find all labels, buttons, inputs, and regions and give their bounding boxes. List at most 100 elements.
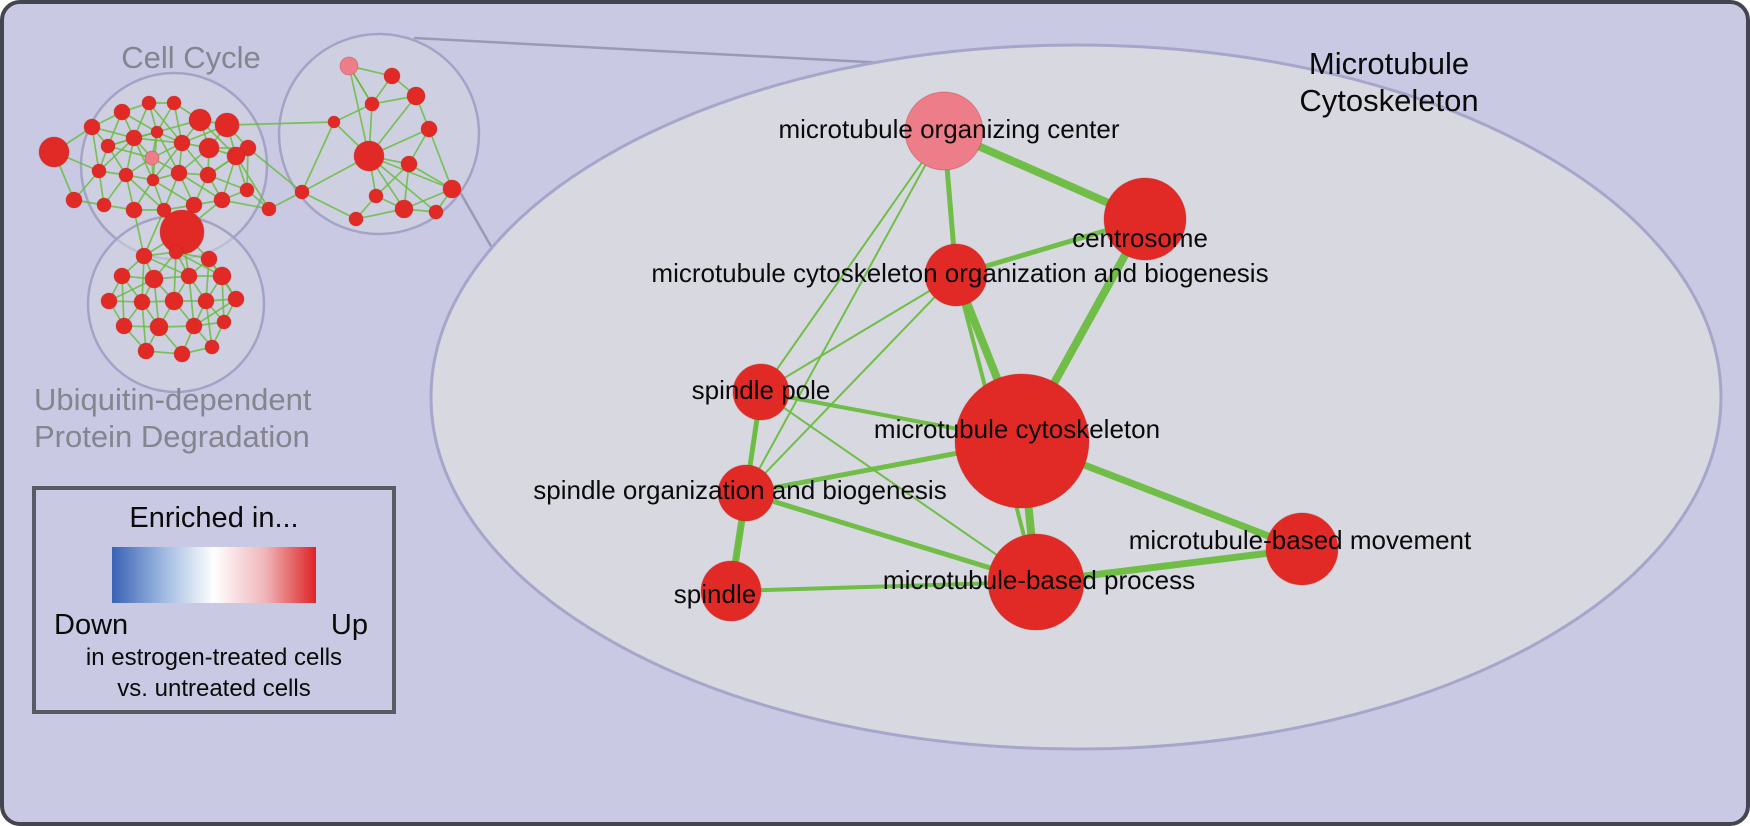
- detail-node-label-mcob: microtubule cytoskeleton organization an…: [651, 258, 1268, 288]
- overview-edge: [226, 121, 335, 126]
- overview-node: [442, 179, 462, 199]
- detail-edge-sob-mbp: [743, 490, 1039, 585]
- overview-node: [185, 317, 203, 335]
- overview-edge: [333, 103, 373, 123]
- overview-node: [159, 209, 205, 255]
- overview-node: [125, 201, 143, 219]
- overview-node: [173, 134, 191, 152]
- overview-node: [170, 164, 188, 182]
- detail-node-label-spn: spindle: [674, 579, 756, 609]
- overview-node: [212, 266, 232, 286]
- detail-title-line-2: Cytoskeleton: [1299, 83, 1478, 118]
- overview-node: [146, 173, 160, 187]
- detail-node-label-cen: centrosome: [1072, 223, 1208, 253]
- overview-node: [113, 103, 131, 121]
- overview-node: [180, 267, 198, 285]
- cluster-label-cell-cycle: Cell Cycle: [121, 40, 261, 75]
- overview-node: [428, 204, 444, 220]
- overview-edge: [193, 298, 237, 327]
- overview-node: [38, 136, 70, 168]
- overview-edge: [247, 147, 303, 193]
- overview-node: [383, 67, 401, 85]
- detail-edge-spn-mbp: [729, 580, 1038, 593]
- detail-title-line-1: Microtubule: [1309, 46, 1469, 81]
- detail-node-label-mc: microtubule cytoskeleton: [874, 414, 1160, 444]
- overview-node: [137, 342, 155, 360]
- overview-node: [156, 202, 172, 218]
- overview-node: [420, 120, 438, 138]
- overview-edge: [143, 209, 165, 257]
- overview-node: [200, 250, 218, 268]
- overview-node: [100, 138, 116, 154]
- overview-node: [150, 125, 164, 139]
- detail-edge-mcob-sp: [760, 274, 957, 393]
- detail-node-label-mbp: microtubule-based process: [883, 565, 1195, 595]
- legend-title: Enriched in...: [129, 502, 299, 534]
- overview-node: [125, 129, 143, 147]
- overview-node: [400, 155, 418, 173]
- detail-edge-mcob-sob: [745, 274, 957, 494]
- overview-node: [164, 291, 184, 311]
- overview-node: [185, 196, 203, 214]
- overview-edge: [235, 155, 270, 210]
- overview-edge: [348, 65, 370, 157]
- overview-node: [144, 150, 160, 166]
- overview-node: [348, 211, 364, 227]
- overview-edge: [178, 172, 223, 201]
- detail-node-mc: [954, 373, 1090, 509]
- overview-node: [227, 290, 245, 308]
- overview-node: [65, 191, 83, 209]
- detail-node-label-sp: spindle pole: [692, 375, 831, 405]
- cluster-label-ubiquitin-line-1: Ubiquitin-dependent: [34, 382, 312, 417]
- overview-node: [364, 96, 380, 112]
- overview-node: [135, 247, 153, 265]
- overview-node: [83, 118, 101, 136]
- overview-node: [406, 86, 426, 106]
- overview-node: [188, 108, 212, 132]
- overview-edge: [152, 179, 195, 206]
- overview-node: [214, 112, 240, 138]
- overview-edge: [301, 121, 335, 193]
- overview-node: [166, 95, 182, 111]
- overview-edge: [107, 145, 153, 159]
- legend-gradient-bar: [112, 547, 316, 603]
- detail-edge-moc-sob: [745, 130, 945, 494]
- overview-node: [149, 317, 169, 337]
- legend-ends-row: Down Up: [36, 603, 392, 642]
- overview-node: [168, 244, 184, 260]
- overview-node: [144, 269, 164, 289]
- overview-node: [198, 137, 220, 159]
- overview-node: [327, 115, 341, 129]
- detail-node-cen: [1103, 177, 1187, 261]
- overview-edge: [301, 191, 357, 220]
- detail-node-spn: [700, 560, 762, 622]
- overview-node: [294, 184, 310, 200]
- overview-node: [339, 56, 359, 76]
- cluster-circle-microtubule-cytoskeleton: [277, 32, 481, 236]
- detail-node-sp: [732, 363, 790, 421]
- detail-node-label-moc: microtubule organizing center: [778, 114, 1119, 144]
- overview-node: [141, 95, 157, 111]
- overview-edge: [98, 137, 135, 172]
- legend-down-label: Down: [54, 609, 129, 641]
- overview-node: [216, 314, 232, 330]
- legend-caption-line2: vs. untreated cells: [117, 675, 311, 702]
- overview-node: [173, 345, 191, 363]
- overview-node: [394, 199, 414, 219]
- detail-node-sob: [717, 464, 775, 522]
- legend: Enriched in... Down Up in estrogen-treat…: [32, 486, 396, 714]
- legend-caption-line1: in estrogen-treated cells: [85, 644, 343, 671]
- detail-node-mbm: [1265, 512, 1339, 586]
- overview-node: [353, 140, 385, 172]
- overview-node: [368, 188, 384, 204]
- overview-node: [91, 163, 107, 179]
- detail-node-label-mbm: microtubule-based movement: [1129, 525, 1472, 555]
- detail-ellipse: [429, 43, 1723, 751]
- overview-edge: [428, 128, 453, 190]
- detail-node-mcob: [924, 243, 988, 307]
- overview-node: [113, 267, 131, 285]
- detail-node-label-sob: spindle organization and biogenesis: [533, 475, 946, 505]
- cluster-label-ubiquitin-line-2: Protein Degradation: [34, 419, 310, 454]
- detail-edge-sp-mbp: [760, 391, 1037, 583]
- overview-node: [115, 317, 133, 335]
